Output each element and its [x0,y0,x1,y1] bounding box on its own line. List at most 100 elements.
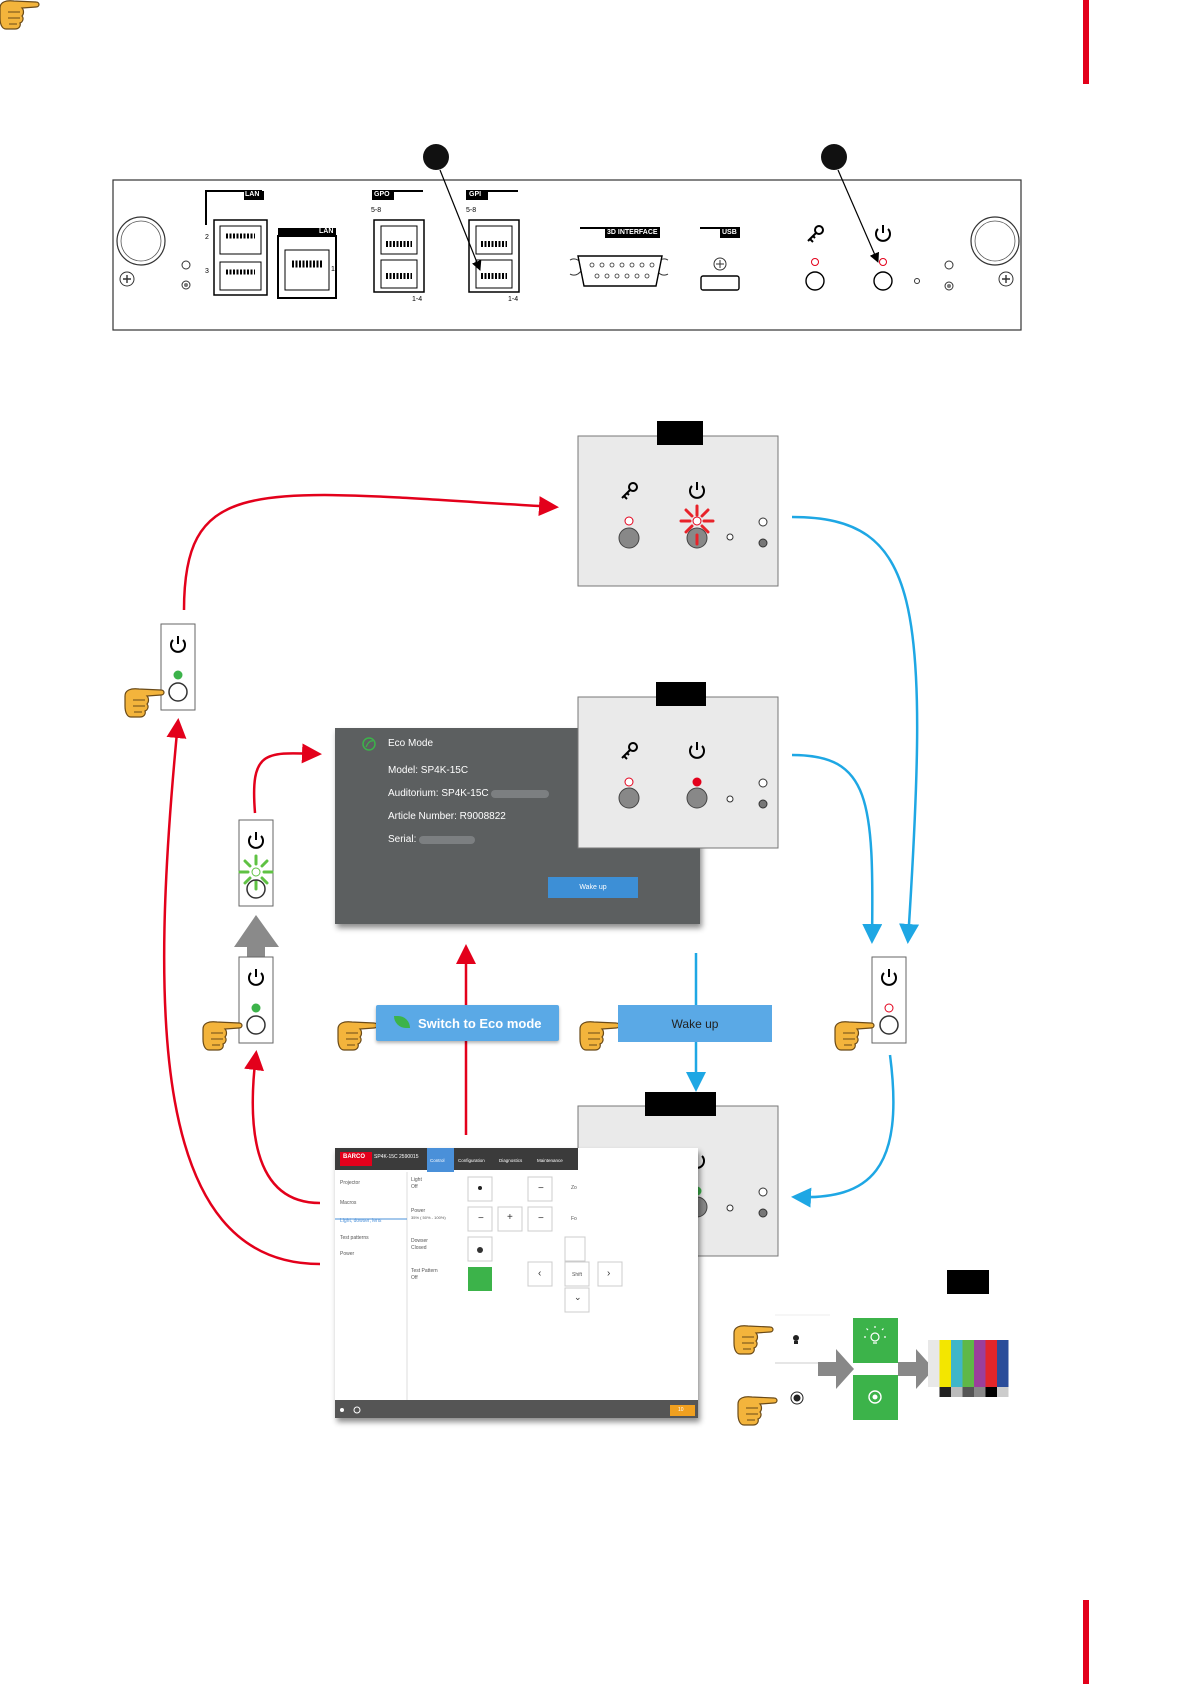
eco-model: Model: SP4K-15C [388,765,469,776]
test-pattern-label: Test Pattern [411,1268,438,1274]
test-pattern-value: Off [411,1275,418,1281]
test-pattern-bar [939,1340,951,1387]
shift-left-button[interactable]: ‹ [538,1268,542,1279]
sidebar-item-power[interactable]: Power [340,1251,355,1257]
dowser-label: Dowser [411,1238,428,1244]
sidebar-item-projector[interactable]: Projector [340,1180,361,1186]
pointing-hand-icon [733,1325,774,1355]
power-button-panel-right [871,956,907,1044]
test-pattern-grey-bar [974,1387,986,1397]
test-pattern-grey-bar [962,1387,974,1397]
tab-configuration[interactable]: Configuration [458,1158,485,1163]
web-ui-screenshot [335,1148,698,1418]
power-plus-button[interactable]: + [507,1212,513,1223]
gray-up-arrow [234,915,279,972]
pointing-hand-icon [737,1396,778,1426]
pointing-hand-icon [0,0,40,30]
pointing-hand-icon [202,1021,243,1051]
light-bulb-icon [864,1326,886,1344]
eco-article: Article Number: R9008822 [388,811,506,822]
gpo-range-bottom: 1-4 [412,296,423,303]
lan-num-2: 2 [205,234,209,241]
power-button-panel-left-top [160,623,196,711]
power-minus-button[interactable]: − [478,1213,484,1224]
test-pattern-bar [928,1340,940,1387]
pointing-hand-icon [337,1021,378,1051]
bulb-icon [793,1335,799,1341]
eco-dialog-title: Eco Mode [388,738,434,749]
gpo-range-top: 5-8 [371,207,382,214]
eco-leaf-icon [362,737,376,751]
pointing-hand-icon [124,688,165,718]
gpi-range-top: 5-8 [466,207,477,214]
pointing-hand-icon [834,1021,875,1051]
test-pattern-bar [951,1340,963,1387]
lan-num-1: 1 [331,266,335,273]
light-value: Off [411,1184,418,1190]
lan-top-label: LAN [245,191,260,198]
eco-wake-button[interactable]: Wake up [579,884,607,891]
led-panel-2 [577,682,779,849]
shift-down-button[interactable]: ⌄ [574,1292,582,1302]
3d-interface-label: 3D INTERFACE [607,229,658,236]
gpo-label: GPO [374,191,390,198]
page-marker-top [1083,0,1089,84]
lan-inner-label: LAN [319,228,334,235]
power-button-panel-left-bottom [238,956,274,1044]
test-pattern-grey-bar [951,1387,963,1397]
switch-eco-label: Switch to Eco mode [418,1015,542,1031]
pointing-hand-icon [579,1021,620,1051]
light-label: Light [411,1177,422,1183]
test-pattern-grey-bar [997,1387,1009,1397]
focus-minus-button[interactable]: − [538,1213,544,1224]
eco-serial: Serial: [388,834,417,845]
power-value: 35% ( 50% - 100%) [411,1215,446,1220]
zoom-minus-button[interactable]: − [538,1183,544,1194]
web-device: SP4K-15C 2590015 [374,1154,419,1160]
eco-auditorium: Auditorium: SP4K-15C [388,788,489,799]
test-pattern-grey-bar [928,1387,940,1397]
test-pattern-grey-bar [985,1387,997,1397]
usb-label: USB [722,229,737,236]
led-panel-1 [577,421,779,587]
wake-up-button[interactable]: Wake up [618,1005,772,1042]
focus-label: Fo [571,1216,577,1222]
web-brand: BARCO [343,1154,365,1160]
tab-diagnostics[interactable]: Diagnostics [499,1158,523,1163]
blue-flow-arrows [686,515,920,1208]
dowser-value: Closed [411,1245,427,1251]
gray-right-arrow-1 [818,1349,854,1389]
test-pattern-bar [962,1340,974,1387]
power-icon [875,225,891,242]
tab-maintenance[interactable]: Maintenance [537,1158,563,1163]
key-icon [807,225,824,243]
dowser-icon [868,1390,882,1404]
leaf-icon [394,1016,410,1028]
power-button-panel-left-flash [238,819,274,907]
zoom-label: Zo [571,1185,577,1191]
right-knob-icon [970,216,1020,266]
sidebar-item-macros[interactable]: Macros [340,1200,357,1206]
rear-panel [112,144,1022,331]
tab-control[interactable]: Control [430,1158,445,1163]
counter-badge: 10 [678,1407,684,1413]
switch-eco-button[interactable]: Switch to Eco mode [376,1005,559,1041]
lan-num-3: 3 [205,268,209,275]
test-pattern-bar [997,1340,1009,1387]
gpi-label: GPI [469,191,482,198]
page-marker-bottom [1083,1600,1089,1684]
black-tag [947,1270,989,1294]
test-pattern-bar [985,1340,997,1387]
shift-right-button[interactable]: › [607,1268,611,1279]
sidebar-item-light[interactable]: Light, dowser, lens [340,1218,382,1224]
left-knob-icon [116,216,166,266]
sidebar-item-test-patterns[interactable]: Test patterns [340,1235,369,1241]
test-pattern-bar [974,1340,986,1387]
test-pattern-grey-bar [939,1387,951,1397]
power-label: Power [411,1208,426,1214]
test-pattern-bars [928,1340,1009,1397]
gpi-range-bottom: 1-4 [508,296,519,303]
red-flow-arrows [162,493,559,1266]
shift-label: Shift [572,1272,583,1278]
